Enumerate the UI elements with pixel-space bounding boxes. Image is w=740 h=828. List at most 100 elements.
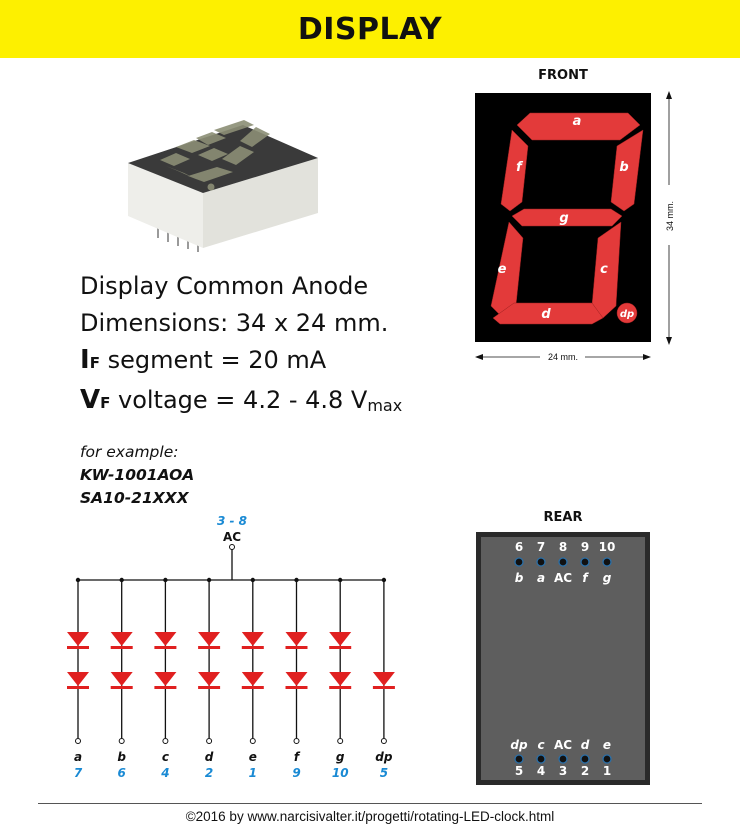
example-label: for example: bbox=[80, 443, 179, 461]
segment-b bbox=[610, 129, 644, 212]
page-title: DISPLAY bbox=[297, 11, 443, 47]
cathode-terminal bbox=[118, 738, 125, 744]
led-diode-bar bbox=[372, 686, 395, 689]
width-dimension bbox=[475, 354, 651, 360]
rear-pin-number: 4 bbox=[537, 764, 545, 778]
cathode-segment-label: f bbox=[294, 750, 301, 764]
cathode-pin-number: 2 bbox=[205, 766, 213, 780]
rear-title: REAR bbox=[544, 510, 583, 525]
cathode-terminal bbox=[75, 738, 81, 744]
cathode-segment-label: g bbox=[336, 750, 345, 764]
title-banner: DISPLAY bbox=[0, 0, 740, 58]
cathode-segment-label: c bbox=[162, 750, 169, 764]
led-diode bbox=[67, 632, 89, 646]
display-photo bbox=[128, 120, 318, 252]
cathode-pin-number: 9 bbox=[292, 766, 300, 780]
rear-pin bbox=[514, 557, 524, 567]
rear-pin-segment: e bbox=[603, 738, 611, 752]
led-diode bbox=[241, 672, 264, 686]
rear-pin-segment: g bbox=[603, 571, 612, 585]
cathode-segment-label: d bbox=[205, 750, 214, 764]
led-diode-bar bbox=[67, 686, 89, 689]
cathode-terminal bbox=[293, 738, 300, 744]
rear-pin bbox=[602, 754, 612, 764]
rear-pin-number: 9 bbox=[581, 540, 589, 554]
cathode-segment-label: dp bbox=[375, 750, 393, 764]
led-diode bbox=[329, 632, 352, 646]
spec-current-value: segment = 20 mA bbox=[99, 346, 327, 374]
led-diode bbox=[329, 672, 352, 686]
rear-pin bbox=[536, 754, 546, 764]
spec-current-subscript: F bbox=[89, 354, 100, 372]
front-segments bbox=[490, 112, 644, 325]
spec-list: Display Common Anode Dimensions: 34 x 24… bbox=[80, 268, 402, 424]
example-models: for example: KW-1001AOA SA10-21XXX bbox=[80, 441, 194, 510]
footer-credit: ©2016 by www.narcisivalter.it/progetti/r… bbox=[185, 809, 555, 824]
led-diode-bar bbox=[110, 646, 133, 649]
led-diode bbox=[198, 672, 221, 686]
cathode-terminal bbox=[249, 738, 256, 744]
led-diode-bar bbox=[154, 686, 177, 689]
rear-pin bbox=[602, 557, 612, 567]
cathode-pin-number: 1 bbox=[249, 766, 257, 780]
anode-label: AC bbox=[223, 530, 241, 544]
rear-pin-segment: b bbox=[515, 571, 524, 585]
rear-pin-number: 3 bbox=[559, 764, 567, 778]
rear-pin-segment: AC bbox=[554, 738, 572, 752]
junction-dot bbox=[250, 577, 255, 583]
rear-pin-number: 7 bbox=[537, 540, 545, 554]
height-label: 34 mm. bbox=[665, 201, 675, 231]
rear-pin-segment: c bbox=[537, 738, 544, 752]
spec-voltage: VF voltage = 4.2 - 4.8 Vmax bbox=[80, 382, 402, 424]
led-diode bbox=[372, 672, 395, 686]
led-diode bbox=[285, 632, 308, 646]
led-diode-bar bbox=[329, 686, 352, 689]
anode-pin-numbers: 3 - 8 bbox=[217, 514, 247, 528]
cathode-pin-number: 5 bbox=[380, 766, 388, 780]
cathode-terminal bbox=[162, 738, 169, 744]
segment-f bbox=[500, 129, 529, 212]
junction-dot bbox=[75, 577, 81, 583]
junction-dot bbox=[381, 577, 387, 583]
spec-voltage-max: max bbox=[367, 396, 403, 415]
rear-pin-segment: d bbox=[581, 738, 590, 752]
rear-pin bbox=[536, 557, 546, 567]
spec-voltage-subscript: F bbox=[100, 394, 111, 412]
junction-dot bbox=[119, 577, 124, 583]
width-label: 24 mm. bbox=[548, 352, 578, 362]
led-diode-bar bbox=[67, 646, 89, 649]
rear-pin-segment: AC bbox=[554, 571, 572, 585]
front-title: FRONT bbox=[538, 68, 588, 83]
rear-pin-segment: f bbox=[582, 571, 589, 585]
rear-pin-segment: dp bbox=[510, 738, 528, 752]
led-diode-bar bbox=[154, 646, 177, 649]
rear-pin bbox=[514, 754, 524, 764]
front-label-e: e bbox=[498, 262, 507, 277]
front-label-b: b bbox=[619, 160, 628, 175]
segment-dp bbox=[616, 302, 638, 324]
led-diode bbox=[67, 672, 89, 686]
led-diode-bar bbox=[241, 646, 264, 649]
spec-current-symbol: I bbox=[80, 345, 90, 375]
rear-pin-number: 2 bbox=[581, 764, 589, 778]
led-diode bbox=[154, 672, 177, 686]
front-label-a: a bbox=[573, 114, 582, 129]
rear-pin bbox=[580, 754, 590, 764]
junction-dot bbox=[163, 577, 168, 583]
led-diode bbox=[110, 672, 133, 686]
led-diode bbox=[241, 632, 264, 646]
cathode-terminal bbox=[337, 738, 344, 744]
led-diode-bar bbox=[329, 646, 352, 649]
front-label-g: g bbox=[559, 211, 568, 226]
led-diode bbox=[285, 672, 308, 686]
front-label-c: c bbox=[600, 262, 608, 277]
spec-type: Display Common Anode bbox=[80, 272, 369, 300]
spec-voltage-symbol: V bbox=[80, 385, 101, 415]
cathode-segment-label: e bbox=[249, 750, 257, 764]
rear-pin-segment: a bbox=[537, 571, 545, 585]
rear-pin-number: 5 bbox=[515, 764, 523, 778]
height-dimension bbox=[666, 91, 672, 345]
